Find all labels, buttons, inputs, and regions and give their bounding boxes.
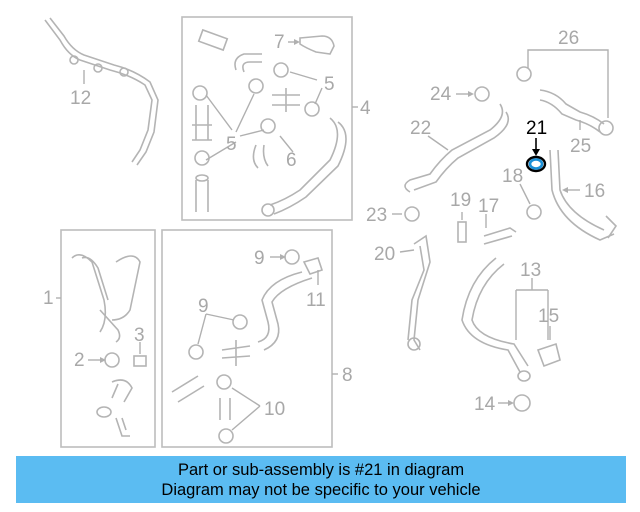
callout-24: 24 — [430, 84, 452, 105]
callout-26: 26 — [558, 28, 579, 49]
callout-9b: 9 — [198, 296, 209, 317]
callout-15: 15 — [538, 306, 559, 327]
callout-10: 10 — [264, 399, 285, 420]
leader-9b — [197, 313, 235, 345]
leader-10 — [231, 387, 261, 431]
leader-18 — [519, 183, 531, 205]
box8-parts — [171, 249, 324, 444]
leader-13 — [515, 278, 549, 340]
right-parts — [404, 66, 618, 412]
group-box-1 — [60, 229, 156, 448]
leader-6 — [279, 135, 294, 153]
callout-5a: 5 — [324, 74, 335, 95]
callout-22: 22 — [410, 118, 431, 139]
callout-7: 7 — [274, 32, 285, 53]
callout-21: 21 — [526, 118, 547, 139]
callout-20: 20 — [374, 244, 395, 265]
box4-parts — [192, 28, 347, 217]
pipe-part-12 — [44, 17, 159, 166]
callout-12: 12 — [70, 88, 91, 109]
callout-11: 11 — [306, 290, 326, 311]
callout-3: 3 — [134, 325, 145, 346]
callout-14: 14 — [474, 394, 496, 415]
callout-4: 4 — [360, 98, 371, 119]
leader-5a — [289, 71, 323, 105]
leader-5b — [205, 93, 265, 161]
callout-23: 23 — [366, 205, 387, 226]
banner-line-2: Diagram may not be specific to your vehi… — [161, 481, 481, 499]
group-box-4 — [181, 16, 353, 221]
highlighted-part-21 — [525, 138, 547, 173]
callout-16: 16 — [584, 181, 605, 202]
group-box-8 — [161, 229, 333, 448]
callout-9a: 9 — [254, 248, 265, 269]
leader-22 — [427, 135, 449, 151]
callout-17: 17 — [478, 196, 499, 217]
callout-18: 18 — [502, 166, 523, 187]
callout-19: 19 — [450, 190, 471, 211]
callout-6: 6 — [286, 150, 297, 171]
callout-13: 13 — [520, 260, 541, 281]
info-banner: Part or sub-assembly is #21 in diagram D… — [16, 456, 626, 503]
callout-1: 1 — [43, 288, 54, 309]
banner-line-1: Part or sub-assembly is #21 in diagram — [177, 461, 465, 479]
leader-20 — [399, 249, 415, 253]
callout-8: 8 — [342, 365, 353, 386]
callout-5b: 5 — [226, 134, 237, 155]
parts-diagram: 12 7 5 4 5 6 1 3 2 9 11 9 8 10 26 24 22 … — [43, 16, 618, 448]
callout-25: 25 — [570, 136, 591, 157]
part-21-ring — [528, 158, 544, 170]
callout-2: 2 — [74, 350, 85, 371]
leader-26 — [527, 49, 609, 118]
